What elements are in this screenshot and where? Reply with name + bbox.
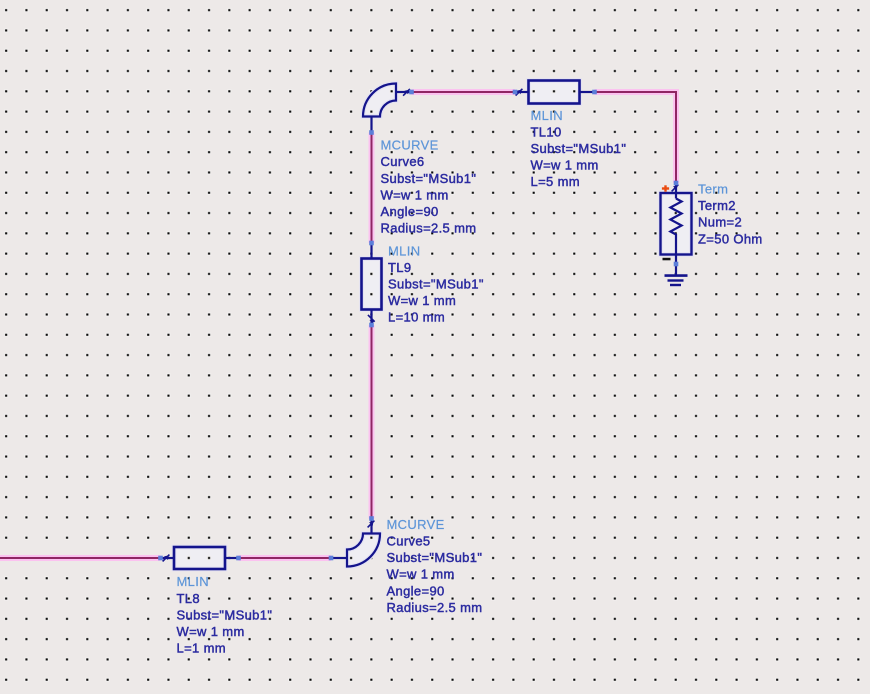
svg-text:Curve6: Curve6 — [381, 154, 425, 169]
svg-text:MCURVE: MCURVE — [381, 138, 439, 153]
svg-text:MCURVE: MCURVE — [387, 517, 445, 532]
svg-text:Radius=2.5 mm: Radius=2.5 mm — [387, 600, 483, 615]
svg-text:L=1 mm: L=1 mm — [177, 641, 226, 656]
svg-text:Num=2: Num=2 — [698, 215, 742, 230]
svg-text:Angle=90: Angle=90 — [381, 204, 439, 219]
svg-text:Term: Term — [698, 182, 728, 197]
svg-text:Radius=2.5 mm: Radius=2.5 mm — [381, 221, 477, 236]
svg-text:Subst="MSub1": Subst="MSub1" — [388, 277, 484, 292]
svg-text:Subst="MSub1": Subst="MSub1" — [381, 171, 477, 186]
svg-text:TL8: TL8 — [177, 591, 200, 606]
svg-text:Subst="MSub1": Subst="MSub1" — [531, 141, 627, 156]
svg-text:MLIN: MLIN — [388, 243, 420, 258]
svg-text:Curve5: Curve5 — [387, 534, 431, 549]
svg-text:Subst="MSub1": Subst="MSub1" — [387, 550, 483, 565]
svg-text:W=w 1 mm: W=w 1 mm — [177, 624, 245, 639]
svg-text:MLIN: MLIN — [177, 574, 209, 589]
svg-text:Subst="MSub1": Subst="MSub1" — [177, 607, 273, 622]
svg-text:L=10 mm: L=10 mm — [388, 310, 445, 325]
svg-text:W=w 1 mm: W=w 1 mm — [381, 187, 449, 202]
svg-text:W=w 1 mm: W=w 1 mm — [388, 293, 456, 308]
svg-text:TL10: TL10 — [531, 124, 562, 139]
svg-text:W=w 1 mm: W=w 1 mm — [531, 158, 599, 173]
svg-text:L=5 mm: L=5 mm — [531, 174, 580, 189]
svg-text:MLIN: MLIN — [531, 108, 563, 123]
svg-text:TL9: TL9 — [388, 260, 411, 275]
svg-text:Term2: Term2 — [698, 198, 736, 213]
svg-text:Z=50 Ohm: Z=50 Ohm — [698, 231, 763, 246]
svg-text:W=w 1 mm: W=w 1 mm — [387, 567, 455, 582]
svg-text:Angle=90: Angle=90 — [387, 583, 445, 598]
